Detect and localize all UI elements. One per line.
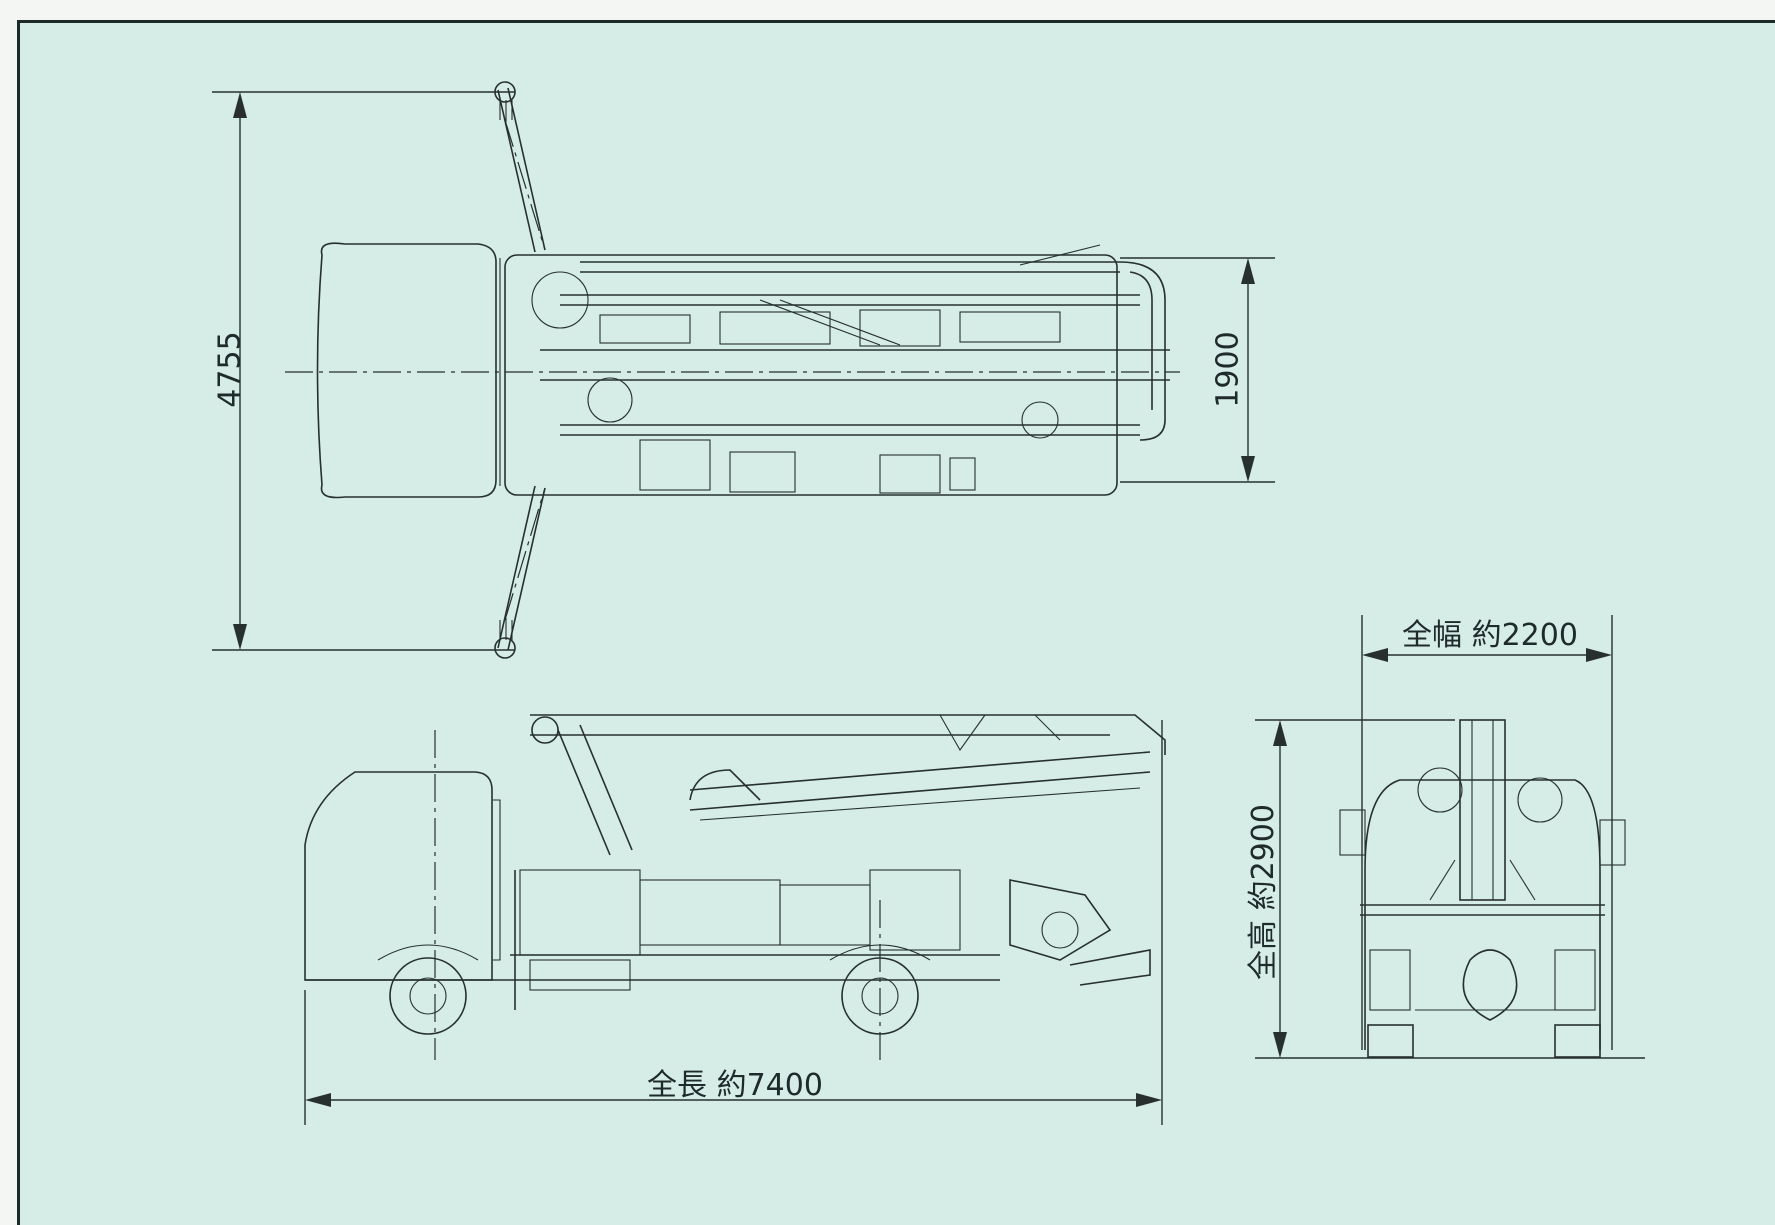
drawing-frame <box>17 20 1775 1225</box>
dimension-body-width: 1900 <box>1210 331 1246 408</box>
front-view <box>1255 615 1645 1059</box>
top-view <box>212 81 1275 659</box>
dimension-overall-length: 全長 約7400 <box>647 1068 823 1103</box>
dimension-overall-height: 全高 約2900 <box>1246 804 1281 980</box>
side-view <box>304 714 1166 1125</box>
dimension-overall-width: 全幅 約2200 <box>1402 618 1578 653</box>
dimension-outrigger-span: 4755 <box>212 331 248 408</box>
